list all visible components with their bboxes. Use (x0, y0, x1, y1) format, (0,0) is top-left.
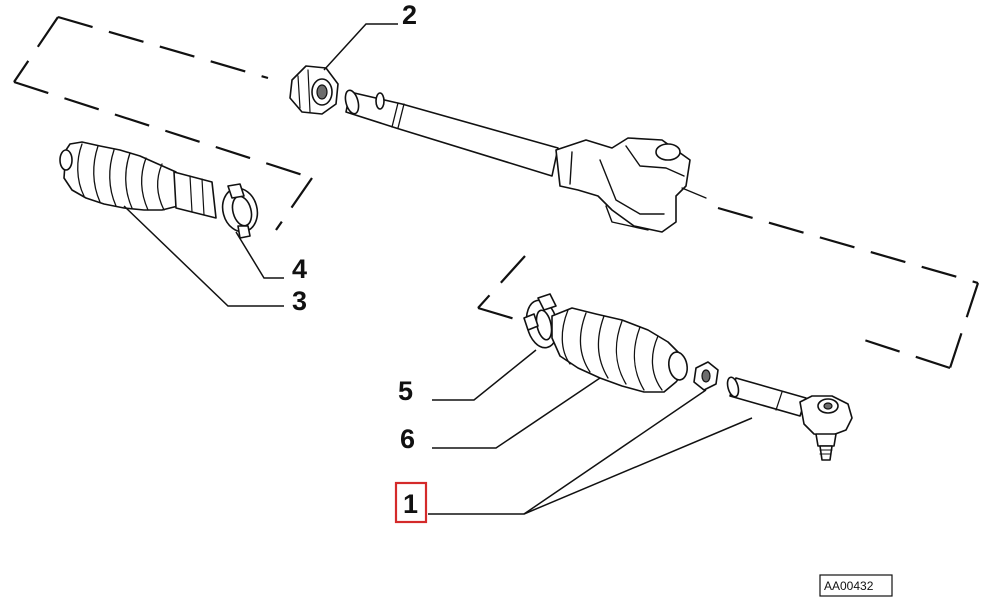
callout-5: 5 (398, 376, 413, 406)
part-1-tie-rod-end (693, 361, 853, 461)
callout-6: 6 (400, 424, 415, 454)
callouts: 2 4 3 5 6 1 (292, 0, 428, 524)
callout-3: 3 (292, 286, 307, 316)
part-3-boot (59, 141, 217, 219)
reference-code-box: AA00432 (819, 574, 893, 597)
part-6-boot (551, 307, 688, 393)
part-4-clamp (221, 183, 259, 239)
callout-4: 4 (292, 254, 307, 284)
part-2-nut (289, 65, 339, 115)
callout-2: 2 (402, 0, 417, 30)
assembly-outline-upper (13, 15, 313, 231)
leader-lines (123, 23, 753, 515)
reference-code: AA00432 (824, 579, 874, 593)
steering-rack (344, 89, 707, 233)
callout-1-highlight-box (394, 481, 428, 524)
callout-1: 1 (403, 489, 418, 519)
assembly-outline-lower (477, 206, 980, 370)
part-5-clamp (523, 293, 559, 349)
